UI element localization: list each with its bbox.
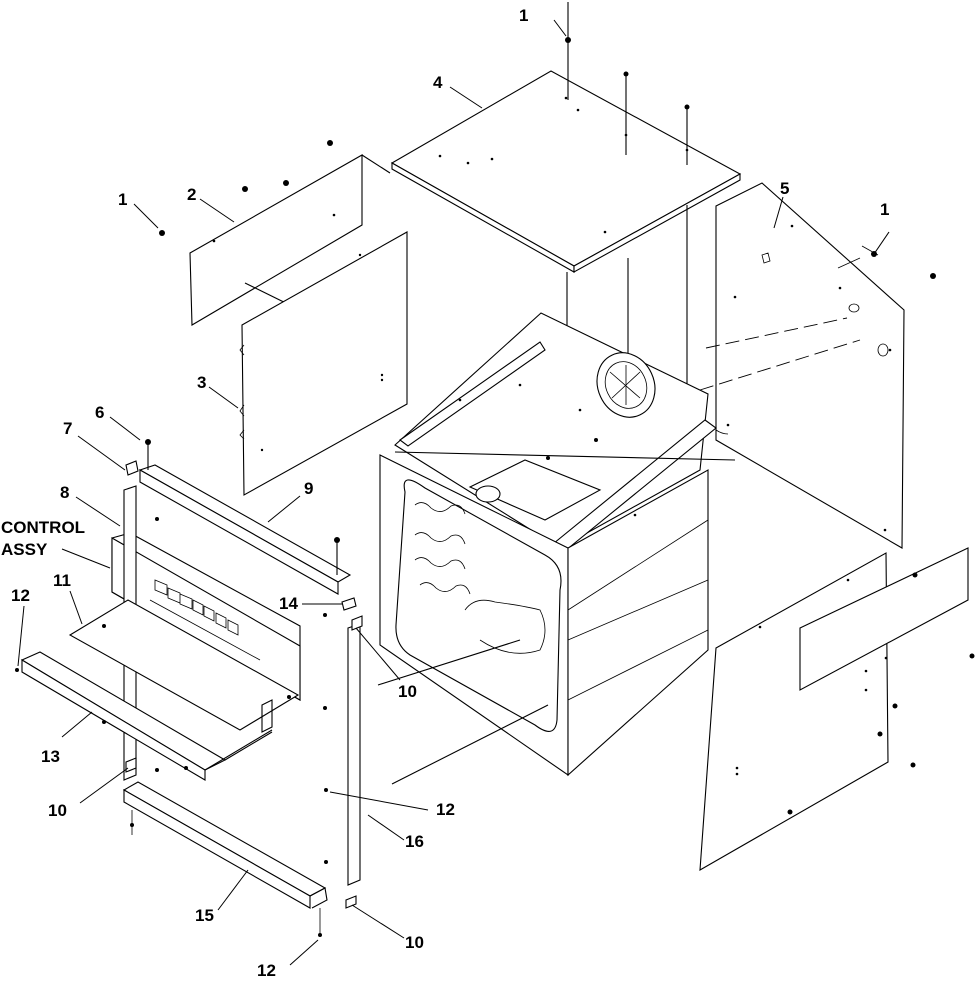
callout-label: 10 <box>398 682 417 701</box>
callout-label: 9 <box>304 479 313 498</box>
callout-label: 10 <box>48 801 67 820</box>
callout-label: 5 <box>780 179 789 198</box>
insulation-panel-part-3 <box>239 231 408 496</box>
callout-label: 1 <box>880 200 889 219</box>
callout-label: 1 <box>118 190 127 209</box>
screw-icon <box>787 809 793 815</box>
screw-icon <box>877 731 883 737</box>
callout-label: 3 <box>197 373 206 392</box>
callout-label: 6 <box>95 403 104 422</box>
screw-icon <box>930 273 936 279</box>
callout-label: 2 <box>187 185 196 204</box>
right-side-panel-part-5 <box>699 182 936 549</box>
callout-label: 10 <box>405 933 424 952</box>
screw-icon <box>159 230 165 236</box>
callout-label: 4 <box>433 73 443 92</box>
callout-label: 1 <box>519 6 528 25</box>
callout-label: ASSY <box>1 540 48 559</box>
side-panel-part-2 <box>159 140 391 343</box>
screw-icon <box>242 186 248 192</box>
screw-icon <box>565 37 571 43</box>
screw-icon <box>283 180 289 186</box>
callout-label: 15 <box>195 906 214 925</box>
clip-icon <box>125 757 137 773</box>
callout-label: 13 <box>41 747 60 766</box>
screw-icon <box>892 703 898 709</box>
top-trim-part-9 <box>138 464 352 595</box>
clip-icon <box>125 460 139 476</box>
screw-icon <box>684 104 690 110</box>
callout-label: 12 <box>11 586 30 605</box>
right-trim-part-16 <box>347 623 361 886</box>
leader-lines <box>17 19 784 966</box>
callout-label: 12 <box>257 961 276 980</box>
lower-rail-part-13 <box>20 651 273 781</box>
screw-icon <box>969 653 975 659</box>
clip-icon <box>341 597 357 611</box>
clip-icon <box>345 895 357 909</box>
convection-fan-icon <box>596 352 656 418</box>
control-bracket-part-11 <box>68 599 300 731</box>
screw-icon <box>623 71 629 77</box>
callout-label: 7 <box>63 419 72 438</box>
control-assembly-panel <box>111 532 301 701</box>
callout-label: 11 <box>53 571 71 590</box>
screw-icon <box>912 572 918 578</box>
oven-cavity-body <box>379 312 736 777</box>
callout-label: 16 <box>405 832 424 851</box>
screw-icon <box>327 140 333 146</box>
top-panel-part-4 <box>390 2 742 392</box>
callout-label: CONTROL <box>1 518 85 537</box>
callout-label: 12 <box>436 800 455 819</box>
screw-icon <box>910 762 916 768</box>
callout-label: 8 <box>60 483 69 502</box>
callout-label: 14 <box>279 594 298 613</box>
clip-icon <box>351 615 363 631</box>
bottom-trim-part-15 <box>122 781 328 909</box>
rear-access-panel <box>699 547 975 871</box>
